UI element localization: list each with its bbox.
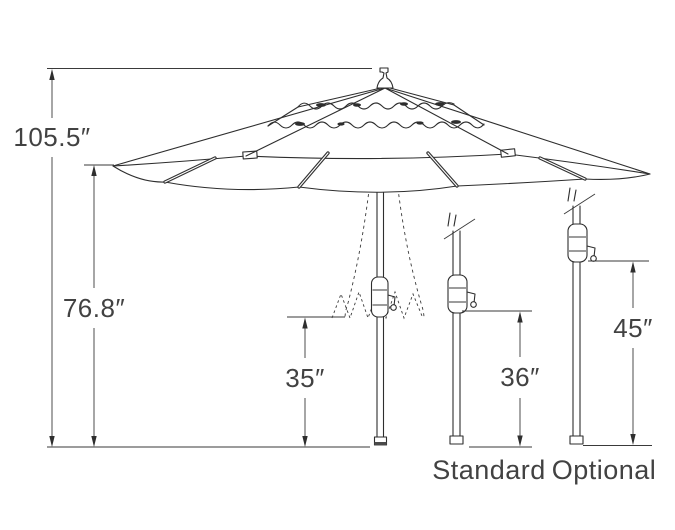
standard-label: Standard bbox=[432, 455, 546, 485]
optional-crank-handle bbox=[586, 245, 596, 258]
wind-vent-tiers bbox=[267, 87, 485, 129]
optional-pole-base bbox=[569, 435, 584, 445]
main-crank-handle bbox=[387, 294, 396, 307]
standard-crank-knob bbox=[470, 301, 477, 308]
canopy-edge-height-label: 76.8″ bbox=[63, 293, 125, 323]
rib-struts bbox=[163, 151, 587, 189]
canopy-back-edge-center bbox=[245, 153, 509, 160]
canopy bbox=[112, 67, 651, 193]
canopy-back-edge-right bbox=[507, 153, 651, 175]
main-crank-housing bbox=[370, 276, 397, 318]
dim-closed-canopy-clearance: 35″ bbox=[285, 316, 345, 447]
optional-pole-break-stub bbox=[567, 187, 577, 202]
standard-pole-break-slash bbox=[443, 218, 476, 240]
canopy-back-edge-left bbox=[112, 155, 247, 167]
closed-canopy-clearance-label: 35″ bbox=[285, 363, 325, 393]
umbrella-illustration bbox=[112, 67, 651, 446]
optional-label: Optional bbox=[552, 455, 657, 485]
variant-labels: Standard Optional bbox=[432, 455, 656, 485]
rib-connector-right bbox=[500, 148, 516, 158]
vent-top-edges bbox=[297, 87, 455, 108]
standard-crank-handle bbox=[466, 291, 476, 304]
optional-pole-height-label: 45″ bbox=[613, 313, 653, 343]
dim-standard-pole: 36″ bbox=[462, 310, 540, 448]
optional-pole-illustration bbox=[563, 187, 597, 445]
main-crank-knob bbox=[390, 304, 397, 311]
rib-connector-left bbox=[242, 150, 258, 160]
dim-canopy-edge-height: 76.8″ bbox=[63, 164, 125, 447]
optional-crank-knob bbox=[590, 255, 597, 262]
standard-pole-break-stub bbox=[447, 212, 457, 227]
canopy-seams bbox=[245, 87, 509, 157]
optional-pole-break-slash bbox=[563, 193, 596, 215]
standard-pole bbox=[452, 230, 461, 438]
standard-pole-illustration bbox=[443, 212, 477, 445]
standard-pole-height-label: 36″ bbox=[500, 362, 540, 392]
dim-optional-pole: 45″ bbox=[583, 260, 653, 446]
overall-height-label: 105.5″ bbox=[13, 122, 90, 152]
optional-crank-housing bbox=[567, 223, 597, 263]
main-pole-base-cap bbox=[374, 442, 387, 446]
canopy-outline bbox=[112, 87, 651, 193]
standard-pole-base bbox=[449, 435, 464, 445]
dim-overall-height: 105.5″ bbox=[13, 68, 372, 447]
finial bbox=[376, 67, 394, 89]
standard-crank-housing bbox=[447, 274, 477, 314]
vent-fold-shadows bbox=[295, 102, 461, 126]
